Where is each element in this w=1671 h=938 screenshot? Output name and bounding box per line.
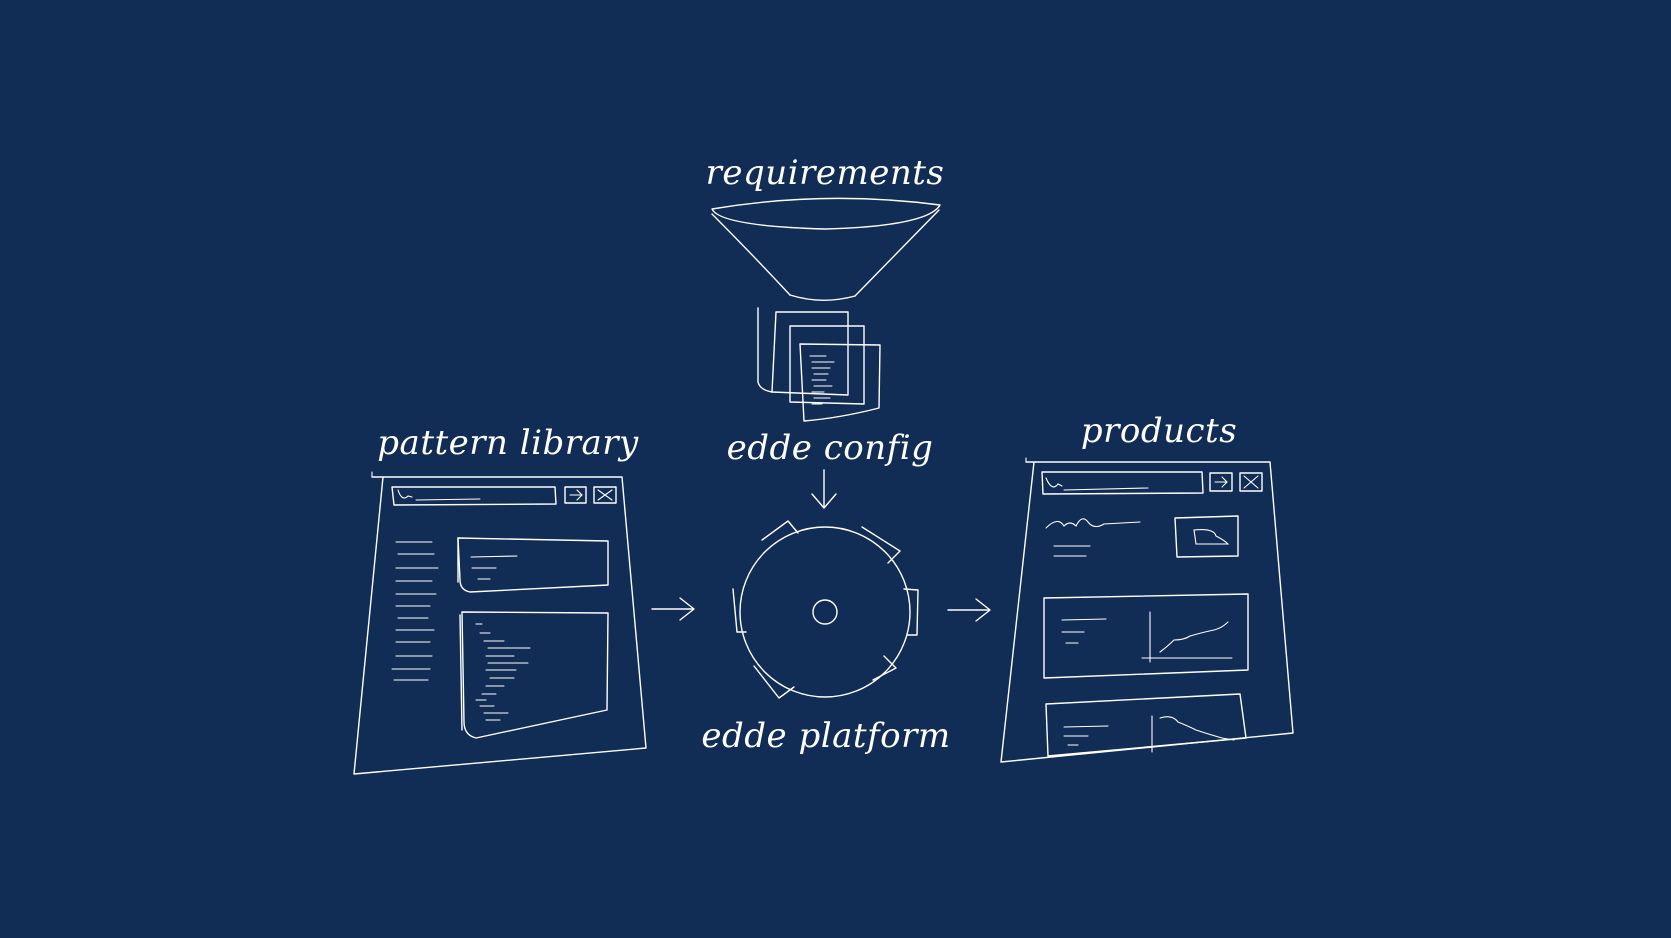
product-thumbnail (1174, 515, 1239, 558)
library-to-platform-arrow (651, 597, 695, 621)
products-close-icon (1239, 472, 1263, 492)
products-url-bar (1041, 471, 1204, 495)
products-window (1000, 457, 1294, 763)
requirements-label: requirements (706, 153, 945, 193)
funnel-icon (711, 197, 941, 301)
gear-icon (732, 520, 919, 699)
chart-card-1 (1043, 593, 1249, 679)
pattern-library-window (353, 471, 647, 775)
config-documents-icon (757, 307, 881, 422)
edde-config-label: edde config (727, 428, 934, 468)
close-icon (593, 486, 617, 504)
products-forward-icon (1209, 472, 1233, 492)
chart-card-2 (1045, 693, 1247, 757)
content-card-bottom (461, 611, 609, 739)
sidebar-lines (391, 541, 439, 681)
forward-icon (564, 486, 587, 504)
url-bar (391, 486, 557, 506)
platform-to-products-arrow (947, 598, 991, 622)
config-to-platform-arrow (811, 469, 837, 509)
edde-platform-label: edde platform (701, 716, 950, 756)
content-card-top (457, 537, 609, 593)
products-label: products (1081, 411, 1237, 451)
pattern-library-label: pattern library (377, 423, 639, 463)
